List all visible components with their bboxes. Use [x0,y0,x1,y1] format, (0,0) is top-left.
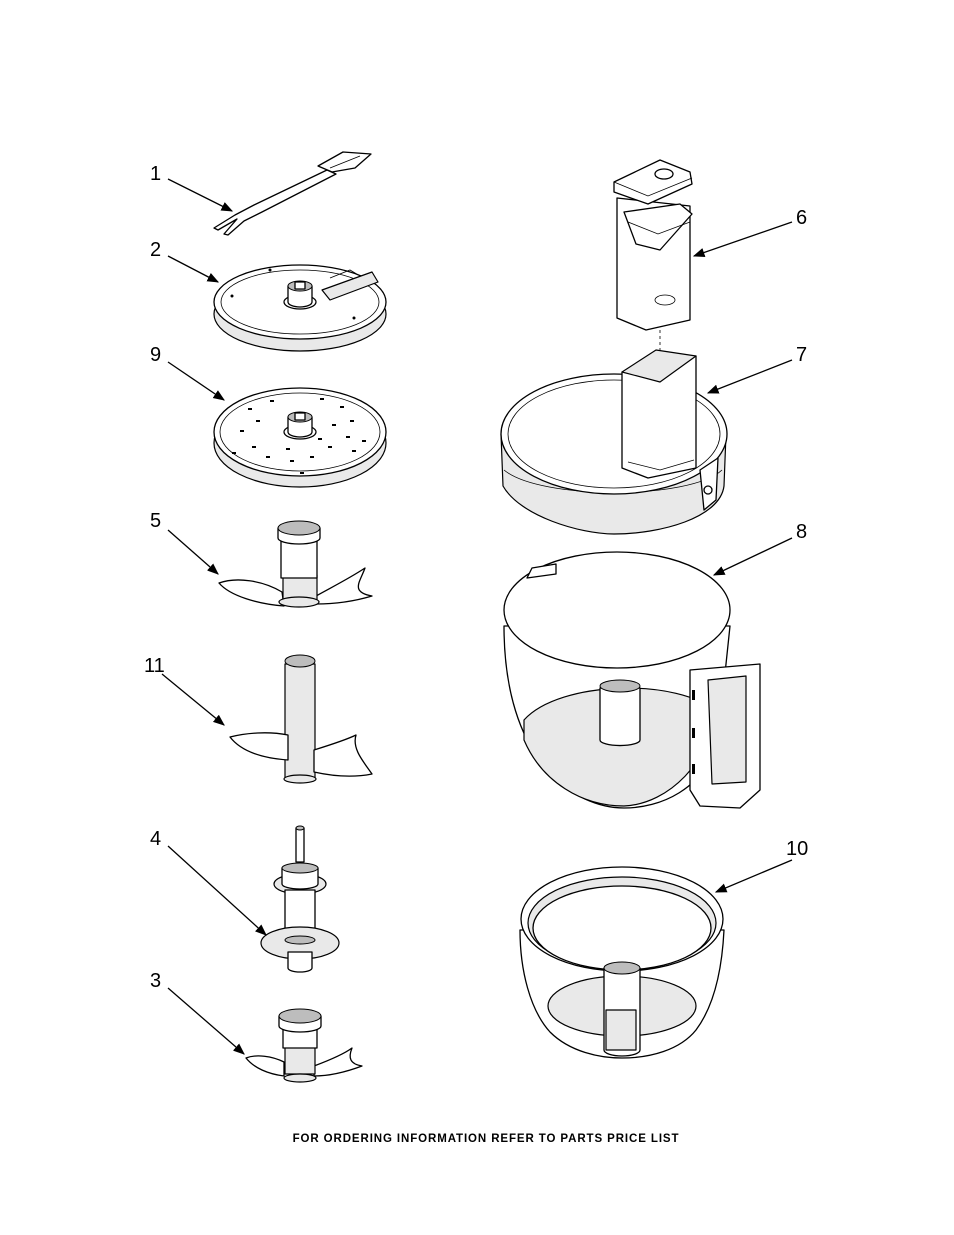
leader-line-4 [167,845,267,936]
leader-line-8 [712,537,793,576]
part-1-spatula [213,151,372,236]
part-7-lid [500,330,728,535]
callout-4: 4 [150,828,161,850]
leader-line-7 [706,359,793,394]
leader-line-5 [167,529,219,575]
callout-9: 9 [150,344,161,366]
leader-line-10 [714,859,793,893]
part-4-disc-adapter [260,825,340,973]
leader-line-9 [167,361,225,401]
callout-2: 2 [150,239,161,261]
part-3-small-blade [245,1008,363,1083]
part-10-mini-bowl [519,866,725,1059]
callout-11: 11 [144,655,165,677]
leader-line-11 [161,673,225,726]
callout-8: 8 [796,521,807,543]
leader-line-1 [167,178,234,212]
leader-line-3 [167,987,245,1055]
part-8-work-bowl [503,551,761,809]
callout-1: 1 [150,163,161,185]
part-2-slicing-disc [213,264,387,352]
callout-7: 7 [796,344,807,366]
leader-line-6 [692,221,793,257]
callout-10: 10 [786,838,808,860]
callout-5: 5 [150,510,161,532]
part-9-shredding-disc [213,387,387,488]
part-6-food-pusher [613,159,693,331]
footer-note: FOR ORDERING INFORMATION REFER TO PARTS … [293,1133,680,1145]
part-11-large-blade [229,654,373,784]
part-5-mini-blade [218,520,373,608]
callout-6: 6 [796,207,807,229]
leader-line-2 [167,255,220,283]
callout-3: 3 [150,970,161,992]
